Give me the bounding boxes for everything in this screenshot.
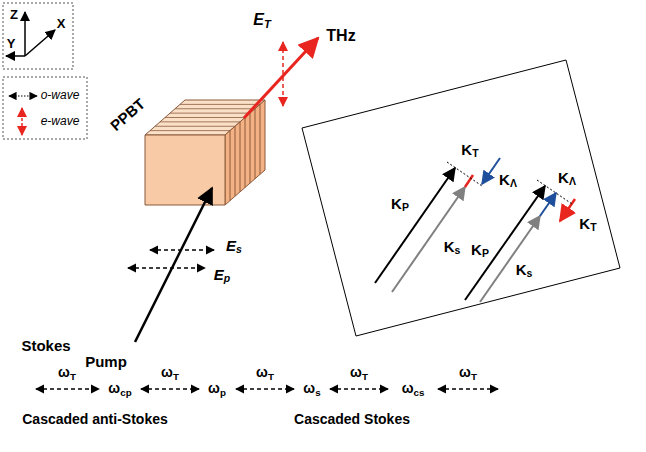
frequency-label: ωp bbox=[208, 381, 226, 396]
spacing-arrow bbox=[330, 388, 388, 389]
lamella-line bbox=[250, 113, 251, 183]
y-axis bbox=[6, 55, 25, 57]
wavevector-label: KP bbox=[471, 242, 489, 259]
ks-vector bbox=[392, 187, 465, 292]
beam-label: THz bbox=[326, 27, 355, 45]
crystal-node: PPBT bbox=[145, 100, 265, 205]
wavevector-label: KT bbox=[461, 142, 478, 159]
pump-beam bbox=[135, 188, 212, 342]
legend-frame bbox=[3, 77, 87, 139]
stokes-field bbox=[150, 249, 214, 250]
axis-label: Z bbox=[10, 8, 18, 22]
x-axis bbox=[25, 30, 55, 56]
kt-vector bbox=[560, 199, 575, 221]
kp-vector bbox=[465, 186, 545, 300]
spacing-arrow bbox=[438, 388, 498, 389]
wavevector-label: KΛ bbox=[499, 172, 517, 189]
beam-label: Stokes bbox=[21, 338, 70, 355]
ks-vector bbox=[480, 216, 540, 302]
field-label: Ep bbox=[214, 267, 230, 284]
kp-vector bbox=[375, 168, 455, 283]
klambda-vector bbox=[482, 158, 500, 184]
lamella-line bbox=[150, 130, 230, 131]
frequency-label: ωT bbox=[161, 365, 179, 380]
lamella-line bbox=[260, 104, 261, 174]
lamella-line bbox=[160, 121, 240, 122]
field-label: ET bbox=[253, 11, 271, 29]
field-label: Es bbox=[226, 238, 242, 255]
legend-text: e-wave bbox=[41, 115, 80, 128]
klambda-vector bbox=[540, 193, 556, 216]
frequency-label: ωT bbox=[459, 365, 477, 380]
lamella-line bbox=[165, 117, 245, 118]
axis-label: X bbox=[57, 17, 66, 31]
wavevector-label: Ks bbox=[444, 239, 461, 256]
lamella-line bbox=[240, 122, 241, 192]
kt-vector bbox=[465, 175, 473, 187]
o-wave-sample bbox=[9, 95, 37, 96]
lamella-line bbox=[245, 118, 246, 188]
series-label: Cascaded Stokes bbox=[294, 412, 410, 427]
frequency-label: ωT bbox=[58, 365, 76, 380]
frequency-label: ωT bbox=[256, 365, 274, 380]
lamella-line bbox=[170, 113, 250, 114]
lamella-line bbox=[235, 126, 236, 196]
crystal-front bbox=[145, 135, 225, 205]
wavevector-label: KT bbox=[579, 216, 596, 233]
z-axis bbox=[24, 12, 26, 56]
frequency-label: ωT bbox=[350, 365, 368, 380]
axes-frame bbox=[3, 3, 73, 69]
e-wave-sample bbox=[21, 108, 23, 135]
legend-text: o-wave bbox=[41, 89, 80, 102]
series-label: Cascaded anti-Stokes bbox=[22, 412, 168, 427]
frequency-label: ωcs bbox=[402, 381, 425, 396]
frequency-label: ωs bbox=[303, 381, 320, 396]
pump-field bbox=[128, 267, 205, 268]
phase-match-inset bbox=[302, 60, 620, 336]
lamella-line bbox=[255, 109, 256, 179]
phase-line bbox=[447, 162, 482, 186]
wavevector-label: KΛ bbox=[558, 170, 576, 187]
frequency-spacing bbox=[36, 388, 498, 389]
lamella-line bbox=[230, 131, 231, 201]
beam-label: Pump bbox=[85, 354, 127, 371]
axis-label: Y bbox=[7, 37, 16, 51]
lamella-line bbox=[175, 108, 255, 109]
crystal-name: PPBT bbox=[107, 96, 148, 135]
spacing-arrow bbox=[141, 388, 199, 389]
wavevector-label: KP bbox=[391, 196, 409, 213]
spacing-arrow bbox=[36, 388, 99, 389]
frequency-label: ωcp bbox=[108, 381, 131, 396]
lamella-line bbox=[155, 126, 235, 127]
lamella-line bbox=[180, 104, 260, 105]
thz-beam bbox=[244, 38, 318, 118]
wavevector-label: Ks bbox=[516, 262, 533, 279]
thz-field bbox=[282, 42, 284, 106]
spacing-arrow bbox=[236, 388, 294, 389]
